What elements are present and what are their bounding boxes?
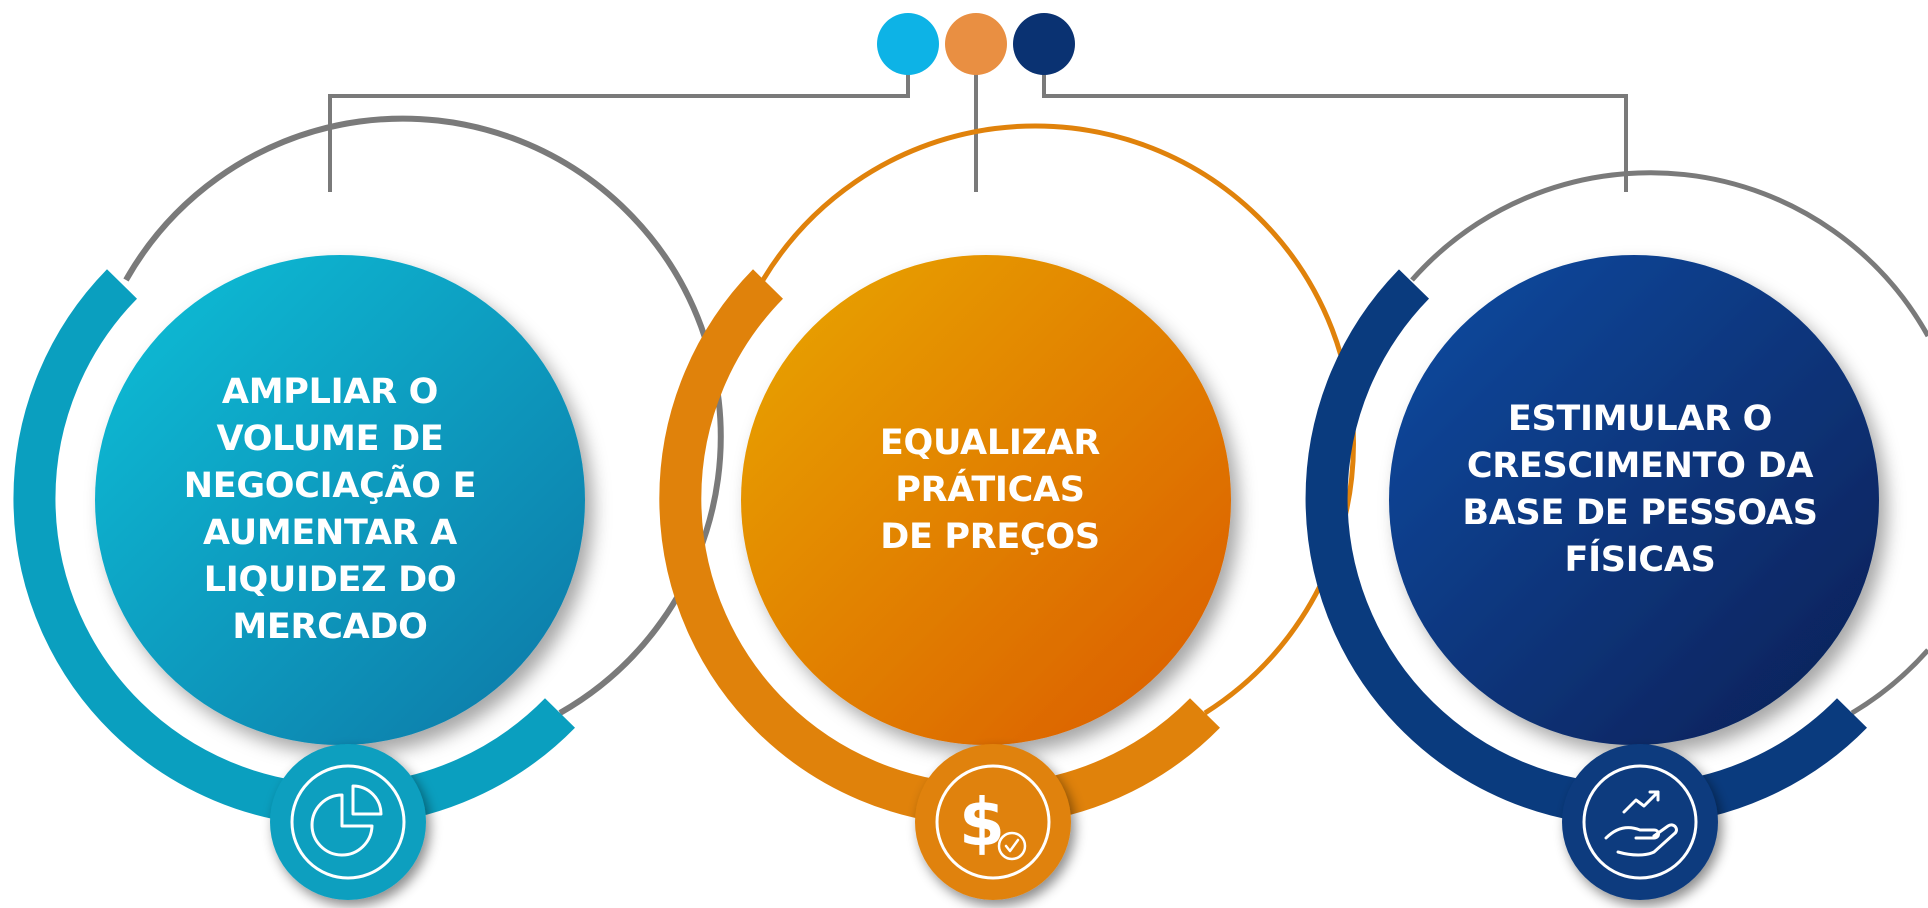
item-3-label: ESTIMULAR O CRESCIMENTO DA BASE DE PESSO… — [1462, 399, 1818, 580]
item-1-thick-arc — [13, 269, 575, 827]
item-3-thick-arc — [1305, 269, 1867, 827]
top-dot-navy — [1013, 13, 1075, 75]
connector-left — [328, 70, 910, 192]
top-dot-cyan — [877, 13, 939, 75]
connector-right — [1042, 70, 1628, 192]
item-3-main-circle — [1389, 255, 1879, 745]
dollar-check-icon: $ — [959, 784, 1027, 861]
item-3 — [1305, 170, 1928, 900]
pie-chart-icon — [310, 784, 383, 857]
item-3-outer-ring — [1410, 170, 1928, 338]
item-2-text: EQUALIZAR PRÁTICAS DE PREÇOS — [760, 340, 1220, 640]
item-2-thick-arc — [659, 269, 1220, 826]
top-dots — [877, 13, 1075, 75]
hand-growth-icon — [1604, 790, 1678, 857]
item-3-text: ESTIMULAR O CRESCIMENTO DA BASE DE PESSO… — [1400, 340, 1880, 640]
item-1 — [13, 115, 724, 900]
item-1-main-circle — [95, 255, 585, 745]
item-3-outer-ring-lower — [1850, 648, 1928, 716]
svg-text:$: $ — [959, 784, 1005, 861]
item-2-label: EQUALIZAR PRÁTICAS DE PREÇOS — [879, 422, 1101, 557]
item-1-label: AMPLIAR O VOLUME DE NEGOCIAÇÃO E AUMENTA… — [183, 372, 477, 647]
item-1-text: AMPLIAR O VOLUME DE NEGOCIAÇÃO E AUMENTA… — [110, 340, 550, 680]
top-dot-orange — [945, 13, 1007, 75]
item-2-main-circle — [741, 255, 1231, 745]
